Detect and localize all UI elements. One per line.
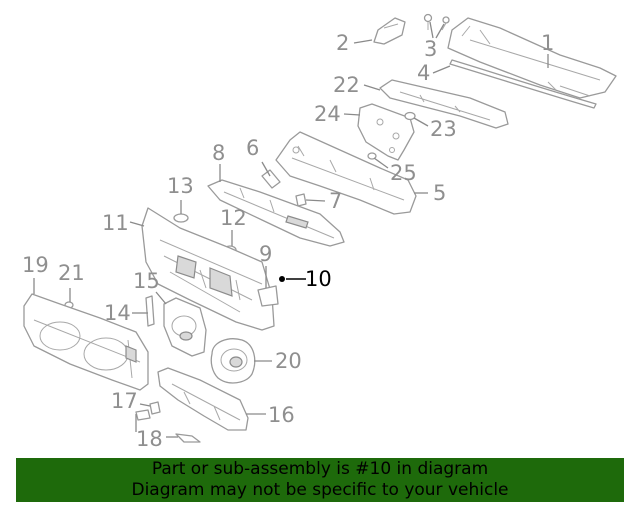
part-16-insulator (157, 367, 249, 431)
callout-2: 2 (336, 31, 349, 55)
callout-16: 16 (268, 403, 295, 427)
part-5-cowl-panel (275, 131, 417, 215)
part-2-bracket (373, 17, 406, 45)
part-13-grommet (173, 213, 189, 223)
callout-13: 13 (167, 174, 194, 198)
callout-1: 1 (541, 31, 554, 55)
callouts: 1 2 3 4 5 6 7 8 9 10 11 12 13 14 15 16 1… (22, 31, 554, 451)
callout-17: 17 (111, 389, 138, 413)
callout-7: 7 (329, 189, 342, 213)
part-11-insulator (141, 207, 275, 331)
part-3-clips (423, 13, 450, 31)
leader-lines (33, 21, 549, 438)
part-6-pad (261, 169, 281, 189)
part-1-cowl-panel (447, 17, 617, 99)
part-8-bar (207, 179, 345, 247)
part-9-pad (257, 285, 279, 307)
callout-5: 5 (433, 181, 446, 205)
callout-10: 10 (305, 267, 332, 291)
callout-23: 23 (430, 117, 457, 141)
part-14-strip (145, 295, 155, 327)
callout-25: 25 (390, 161, 417, 185)
part-7-clip (295, 193, 307, 207)
callout-12: 12 (220, 206, 247, 230)
part-24-bracket (357, 103, 415, 161)
part-22-reinforcement (379, 79, 509, 129)
callout-24: 24 (314, 102, 341, 126)
part-25-plug (367, 152, 377, 160)
callout-14: 14 (104, 301, 131, 325)
part-18-bracket (135, 409, 201, 443)
callout-21: 21 (58, 261, 85, 285)
banner-line-1: Part or sub-assembly is #10 in diagram (151, 459, 489, 479)
part-17-pad (149, 401, 161, 415)
part-4-seal-strip (449, 59, 597, 109)
info-banner: Part or sub-assembly is #10 in diagram D… (16, 458, 624, 502)
callout-19: 19 (22, 253, 49, 277)
callout-22: 22 (333, 73, 360, 97)
callout-18: 18 (136, 427, 163, 451)
banner-line-2: Diagram may not be specific to your vehi… (131, 480, 509, 500)
callout-8: 8 (212, 141, 225, 165)
part-15-pad (163, 297, 207, 357)
callout-15: 15 (133, 269, 160, 293)
callout-6: 6 (246, 136, 259, 160)
part-19-insulator (23, 293, 149, 391)
part-23-grommet (404, 111, 416, 121)
callout-9: 9 (259, 242, 272, 266)
callout-20: 20 (275, 349, 302, 373)
callout-4: 4 (417, 61, 430, 85)
callout-11: 11 (102, 211, 129, 235)
part-10-clip (279, 276, 285, 282)
callout-3: 3 (424, 37, 437, 61)
part-20-insulator (210, 338, 256, 384)
